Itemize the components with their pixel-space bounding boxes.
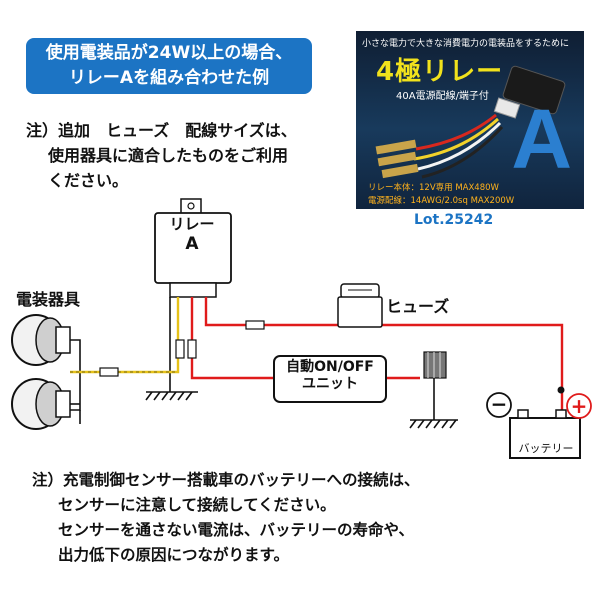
product-big-letter: A: [511, 92, 572, 186]
relay-label-line-1: リレー: [169, 215, 215, 233]
product-subtitle: 40A電源配線/端子付: [396, 91, 489, 102]
info-banner: 使用電装品が24W以上の場合、 リレーAを組み合わせた例: [26, 38, 312, 94]
note-bottom-line-4: 出力低下の原因につながります。: [58, 546, 289, 564]
battery-icon: [509, 386, 581, 459]
yellow-wire: [70, 297, 180, 374]
battery-label: バッテリー: [518, 442, 574, 455]
battery-sensor-icon: [423, 351, 447, 379]
note-top: 注）追加 ヒューズ 配線サイズは、 使用器具に適合したものをご利用 ください。: [26, 118, 297, 193]
note-top-line-2: 使用器具に適合したものをご利用: [48, 146, 289, 165]
lot-number: Lot.25242: [414, 212, 494, 228]
headlight-top-icon: [11, 314, 71, 366]
banner-line-1: 使用電装品が24W以上の場合、: [45, 43, 293, 63]
product-image: 小さな電力で大きな消費電力の電装品をするために 4極リレー 40A電源配線/端子…: [356, 31, 584, 209]
fuse-holder-icon: [337, 283, 383, 328]
unit-label-line-1: 自動ON/OFF: [286, 359, 374, 375]
fuse-label: ヒューズ: [386, 297, 450, 316]
relay-label-line-2: A: [185, 234, 199, 254]
product-spec-1: リレー本体：12V専用 MAX480W: [368, 183, 499, 193]
note-top-line-1: 注）追加 ヒューズ 配線サイズは、: [26, 121, 297, 140]
product-title: 4極リレー: [376, 57, 504, 87]
relay-harness-icon: [375, 65, 566, 179]
note-bottom-line-2: センサーに注意して接続してください。: [58, 496, 336, 514]
headlight-bottom-icon: [11, 378, 71, 430]
auto-onoff-unit-label: 自動ON/OFF ユニット: [274, 359, 386, 393]
relay-box: [154, 198, 232, 298]
product-spec-2: 電源配線：14AWG/2.0sq MAX200W: [368, 196, 515, 206]
minus-symbol: −: [491, 392, 508, 416]
unit-label-line-2: ユニット: [302, 376, 358, 392]
connectors: [99, 320, 265, 377]
banner-line-2: リレーAを組み合わせた例: [68, 68, 270, 88]
ground-wires: [70, 297, 458, 429]
note-top-line-3: ください。: [48, 171, 129, 190]
note-bottom-line-1: 注）充電制御センサー搭載車のバッテリーへの接続は、: [32, 471, 420, 489]
minus-symbol-icon: −: [486, 392, 512, 418]
relay-label: リレー A: [150, 214, 234, 254]
auto-onoff-unit-box: [273, 355, 387, 403]
product-tagline: 小さな電力で大きな消費電力の電装品をするために: [362, 39, 570, 49]
device-label: 電装器具: [16, 290, 81, 309]
note-bottom-line-3: センサーを通さない電流は、バッテリーの寿命や、: [58, 521, 415, 539]
plus-symbol: +: [571, 394, 588, 418]
plus-symbol-icon: +: [566, 393, 592, 419]
note-bottom: 注）充電制御センサー搭載車のバッテリーへの接続は、 センサーに注意して接続してく…: [32, 468, 420, 568]
